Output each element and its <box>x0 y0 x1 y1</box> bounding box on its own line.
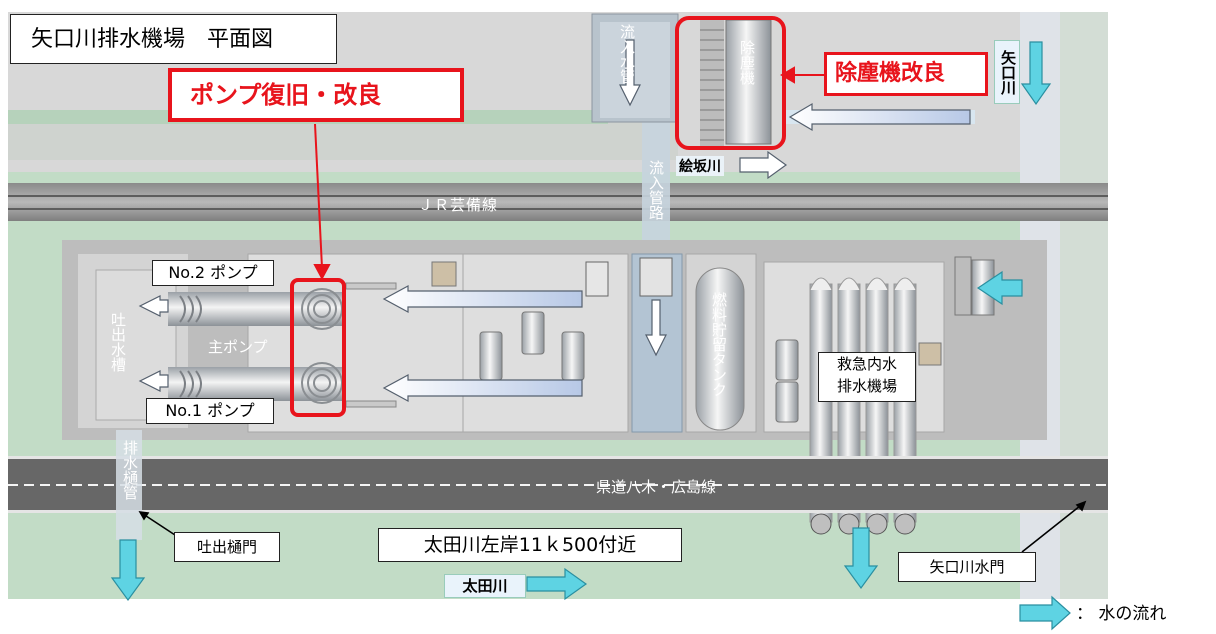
main-pump-label: 主ポンプ <box>208 338 268 356</box>
ota-river-label: 太田川 <box>444 574 526 598</box>
inflow-channel-label: 流入管路 <box>647 160 665 220</box>
no1-pump-label: No.1 ポンプ <box>146 398 274 424</box>
jr-rail-line <box>8 183 1108 221</box>
discharge-tank-label: 吐出水槽 <box>109 312 127 372</box>
esaka-river-label: 絵坂川 <box>676 156 724 176</box>
legend-arrow-icon <box>1019 595 1071 631</box>
dust-machine-label: 除塵機 <box>738 40 756 85</box>
no2-pump-label: No.2 ポンプ <box>152 260 274 286</box>
yaguchi-river-label: 矢口川 <box>994 40 1020 104</box>
pump-highlight <box>290 278 346 417</box>
yaguchi-gate-label: 矢口川水門 <box>898 552 1036 582</box>
diagram-title: 矢口川排水機場 平面図 <box>10 14 337 64</box>
inflow-pipe-label: 流入水管 <box>618 24 636 84</box>
dust-remover-highlight <box>675 16 786 150</box>
water-flow-arrows <box>110 41 1071 631</box>
legend-text: ： 水の流れ <box>1076 604 1167 624</box>
discharge-gate-label: 吐出樋門 <box>174 532 280 562</box>
jr-line-label: ＪＲ芸備線 <box>418 196 499 214</box>
dust-remover-callout: 除塵機改良 <box>824 52 988 96</box>
emergency-station-label: 救急内水 排水機場 <box>818 352 916 402</box>
drain-pipe-label: 排水樋管 <box>121 440 139 500</box>
fuel-tank-label: 燃料貯留タンク <box>710 292 728 397</box>
prefectural-road-label: 県道八木・広島線 <box>596 478 717 496</box>
location-label: 太田川左岸11ｋ500付近 <box>378 528 682 562</box>
pump-restore-callout: ポンプ復旧・改良 <box>168 68 464 122</box>
